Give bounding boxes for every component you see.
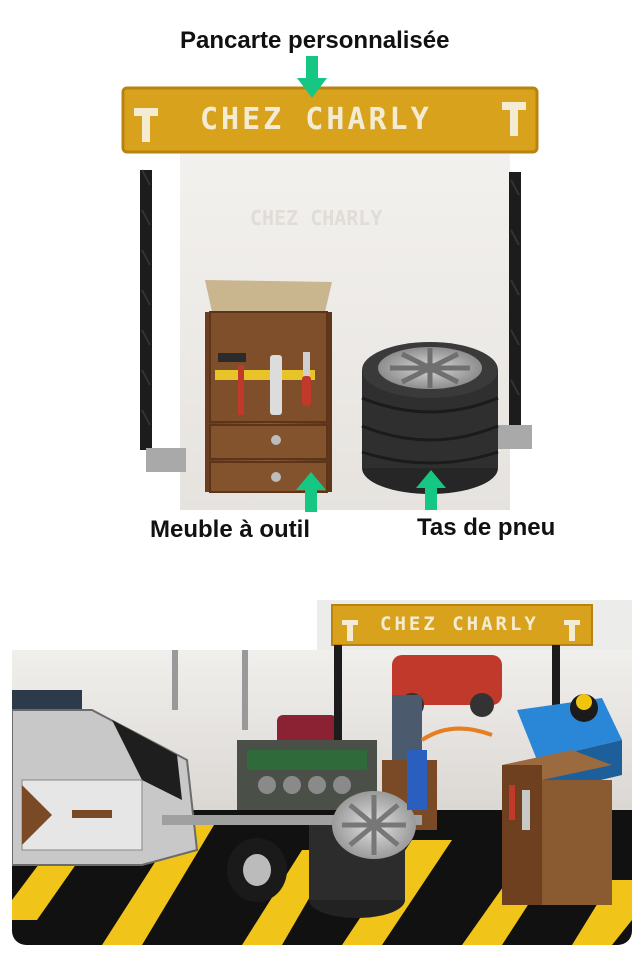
sign-board bbox=[121, 86, 539, 154]
toolbox-cabinet bbox=[205, 280, 332, 493]
bottom-photo-scene bbox=[12, 600, 632, 945]
arrow-down-icon bbox=[297, 56, 327, 98]
top-photo-scene: CHEZ CHARLY bbox=[120, 80, 550, 510]
caption-tires: Tas de pneu bbox=[417, 514, 556, 541]
svg-text:CHEZ CHARLY: CHEZ CHARLY bbox=[250, 206, 382, 230]
bottom-photo: CHEZ CHARLY bbox=[12, 600, 632, 945]
tire-stack bbox=[361, 342, 499, 494]
caption-toolbox: Meuble à outil bbox=[150, 516, 311, 543]
arrow-up-icon bbox=[296, 472, 326, 512]
caption-sign: Pancarte personnalisée bbox=[180, 27, 450, 54]
sign-text-bottom: CHEZ CHARLY bbox=[380, 613, 539, 635]
top-photo: CHEZ CHARLY bbox=[120, 80, 550, 510]
arrow-up-icon bbox=[416, 470, 446, 510]
sign-text: CHEZ CHARLY bbox=[200, 102, 432, 137]
